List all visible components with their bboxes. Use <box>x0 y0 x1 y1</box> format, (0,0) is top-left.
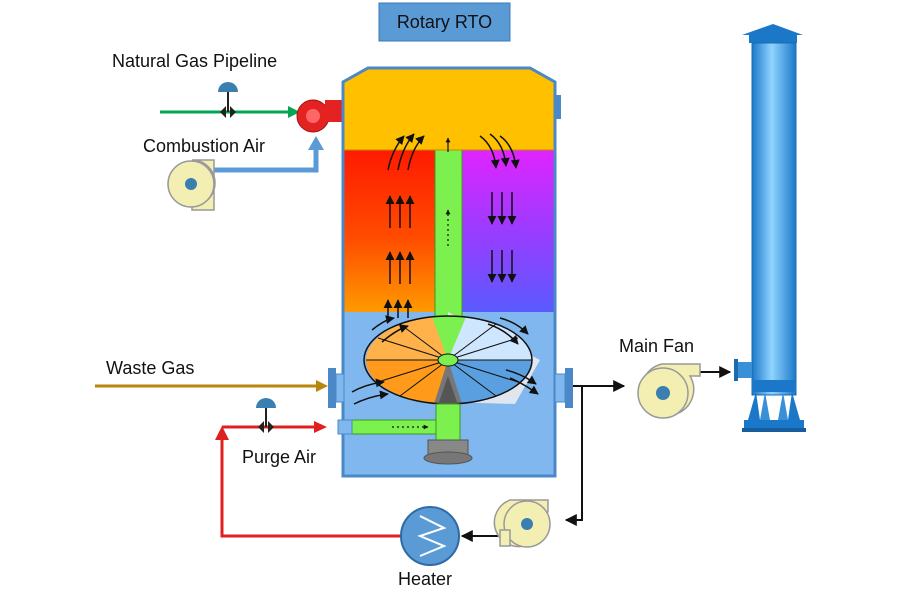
title-box: Rotary RTO <box>378 2 511 42</box>
purge-air-line: Purge Air <box>215 398 402 538</box>
natural-gas-label: Natural Gas Pipeline <box>112 51 277 71</box>
purge-air-label: Purge Air <box>242 447 316 467</box>
right-bed-flow-arrows <box>479 133 520 283</box>
purge-fan <box>493 499 551 548</box>
outlet-flange <box>554 368 573 408</box>
main-fan: Main Fan <box>619 336 701 419</box>
waste-gas-line: Waste Gas <box>95 358 328 392</box>
exhaust-stack <box>734 24 806 432</box>
inlet-flange <box>328 368 345 408</box>
natural-gas-line: Natural Gas Pipeline <box>112 51 300 118</box>
heater-label: Heater <box>398 569 452 589</box>
exhaust-line <box>460 366 732 542</box>
combustion-air-label: Combustion Air <box>143 136 265 156</box>
combustion-air-fan <box>167 159 216 211</box>
heater: Heater <box>398 506 460 589</box>
main-fan-label: Main Fan <box>619 336 694 356</box>
rotary-distributor <box>363 312 540 405</box>
waste-gas-label: Waste Gas <box>106 358 194 378</box>
left-bed-flow-arrows <box>383 133 425 318</box>
diagram-title: Rotary RTO <box>397 12 492 32</box>
disc-flow-arrows <box>351 315 539 405</box>
combustion-air-line: Combustion Air <box>143 136 324 173</box>
rotor-drive <box>337 403 473 465</box>
